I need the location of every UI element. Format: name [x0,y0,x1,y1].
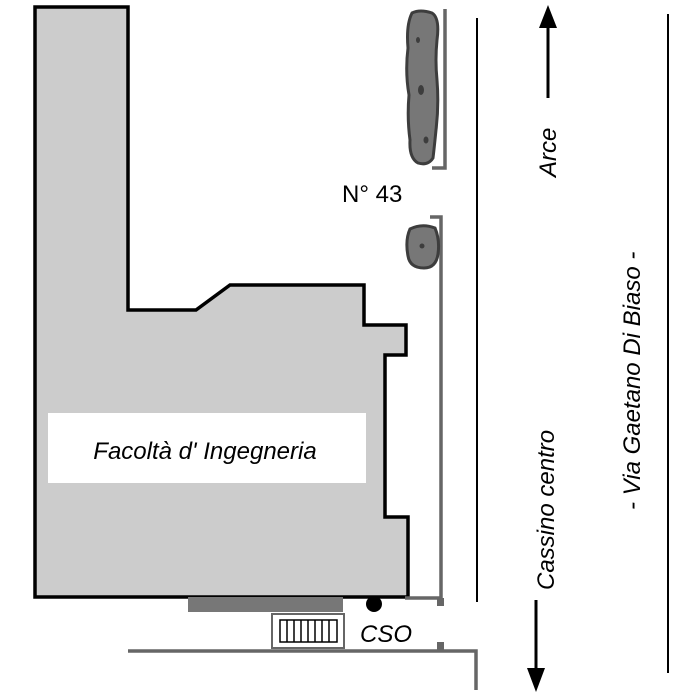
stairs-icon [271,613,345,649]
cso-label[interactable]: CSO [360,621,412,648]
boundary-wall-bottom [128,649,478,690]
cso-marker-dot[interactable] [366,596,382,612]
hedge-lower [405,224,441,270]
direction-arce[interactable]: Arce [535,128,562,179]
direction-cassino-centro[interactable]: Cassino centro [533,430,560,590]
boundary-wall-lower [405,215,443,600]
street-number: N° 43 [342,181,402,208]
building-ramp [188,597,343,612]
wall-post [437,642,444,650]
arrow-south-icon [527,668,545,692]
hedge-upper [405,9,440,166]
engineering-building[interactable] [33,5,410,599]
building-label-box [48,413,366,483]
boundary-wall-upper [432,9,447,170]
street-name: - Via Gaetano Di Biaso - [619,252,646,510]
wall-post [437,598,444,606]
arrow-north-icon [539,5,557,28]
building-label: Facoltà d' Ingegneria [93,438,316,465]
